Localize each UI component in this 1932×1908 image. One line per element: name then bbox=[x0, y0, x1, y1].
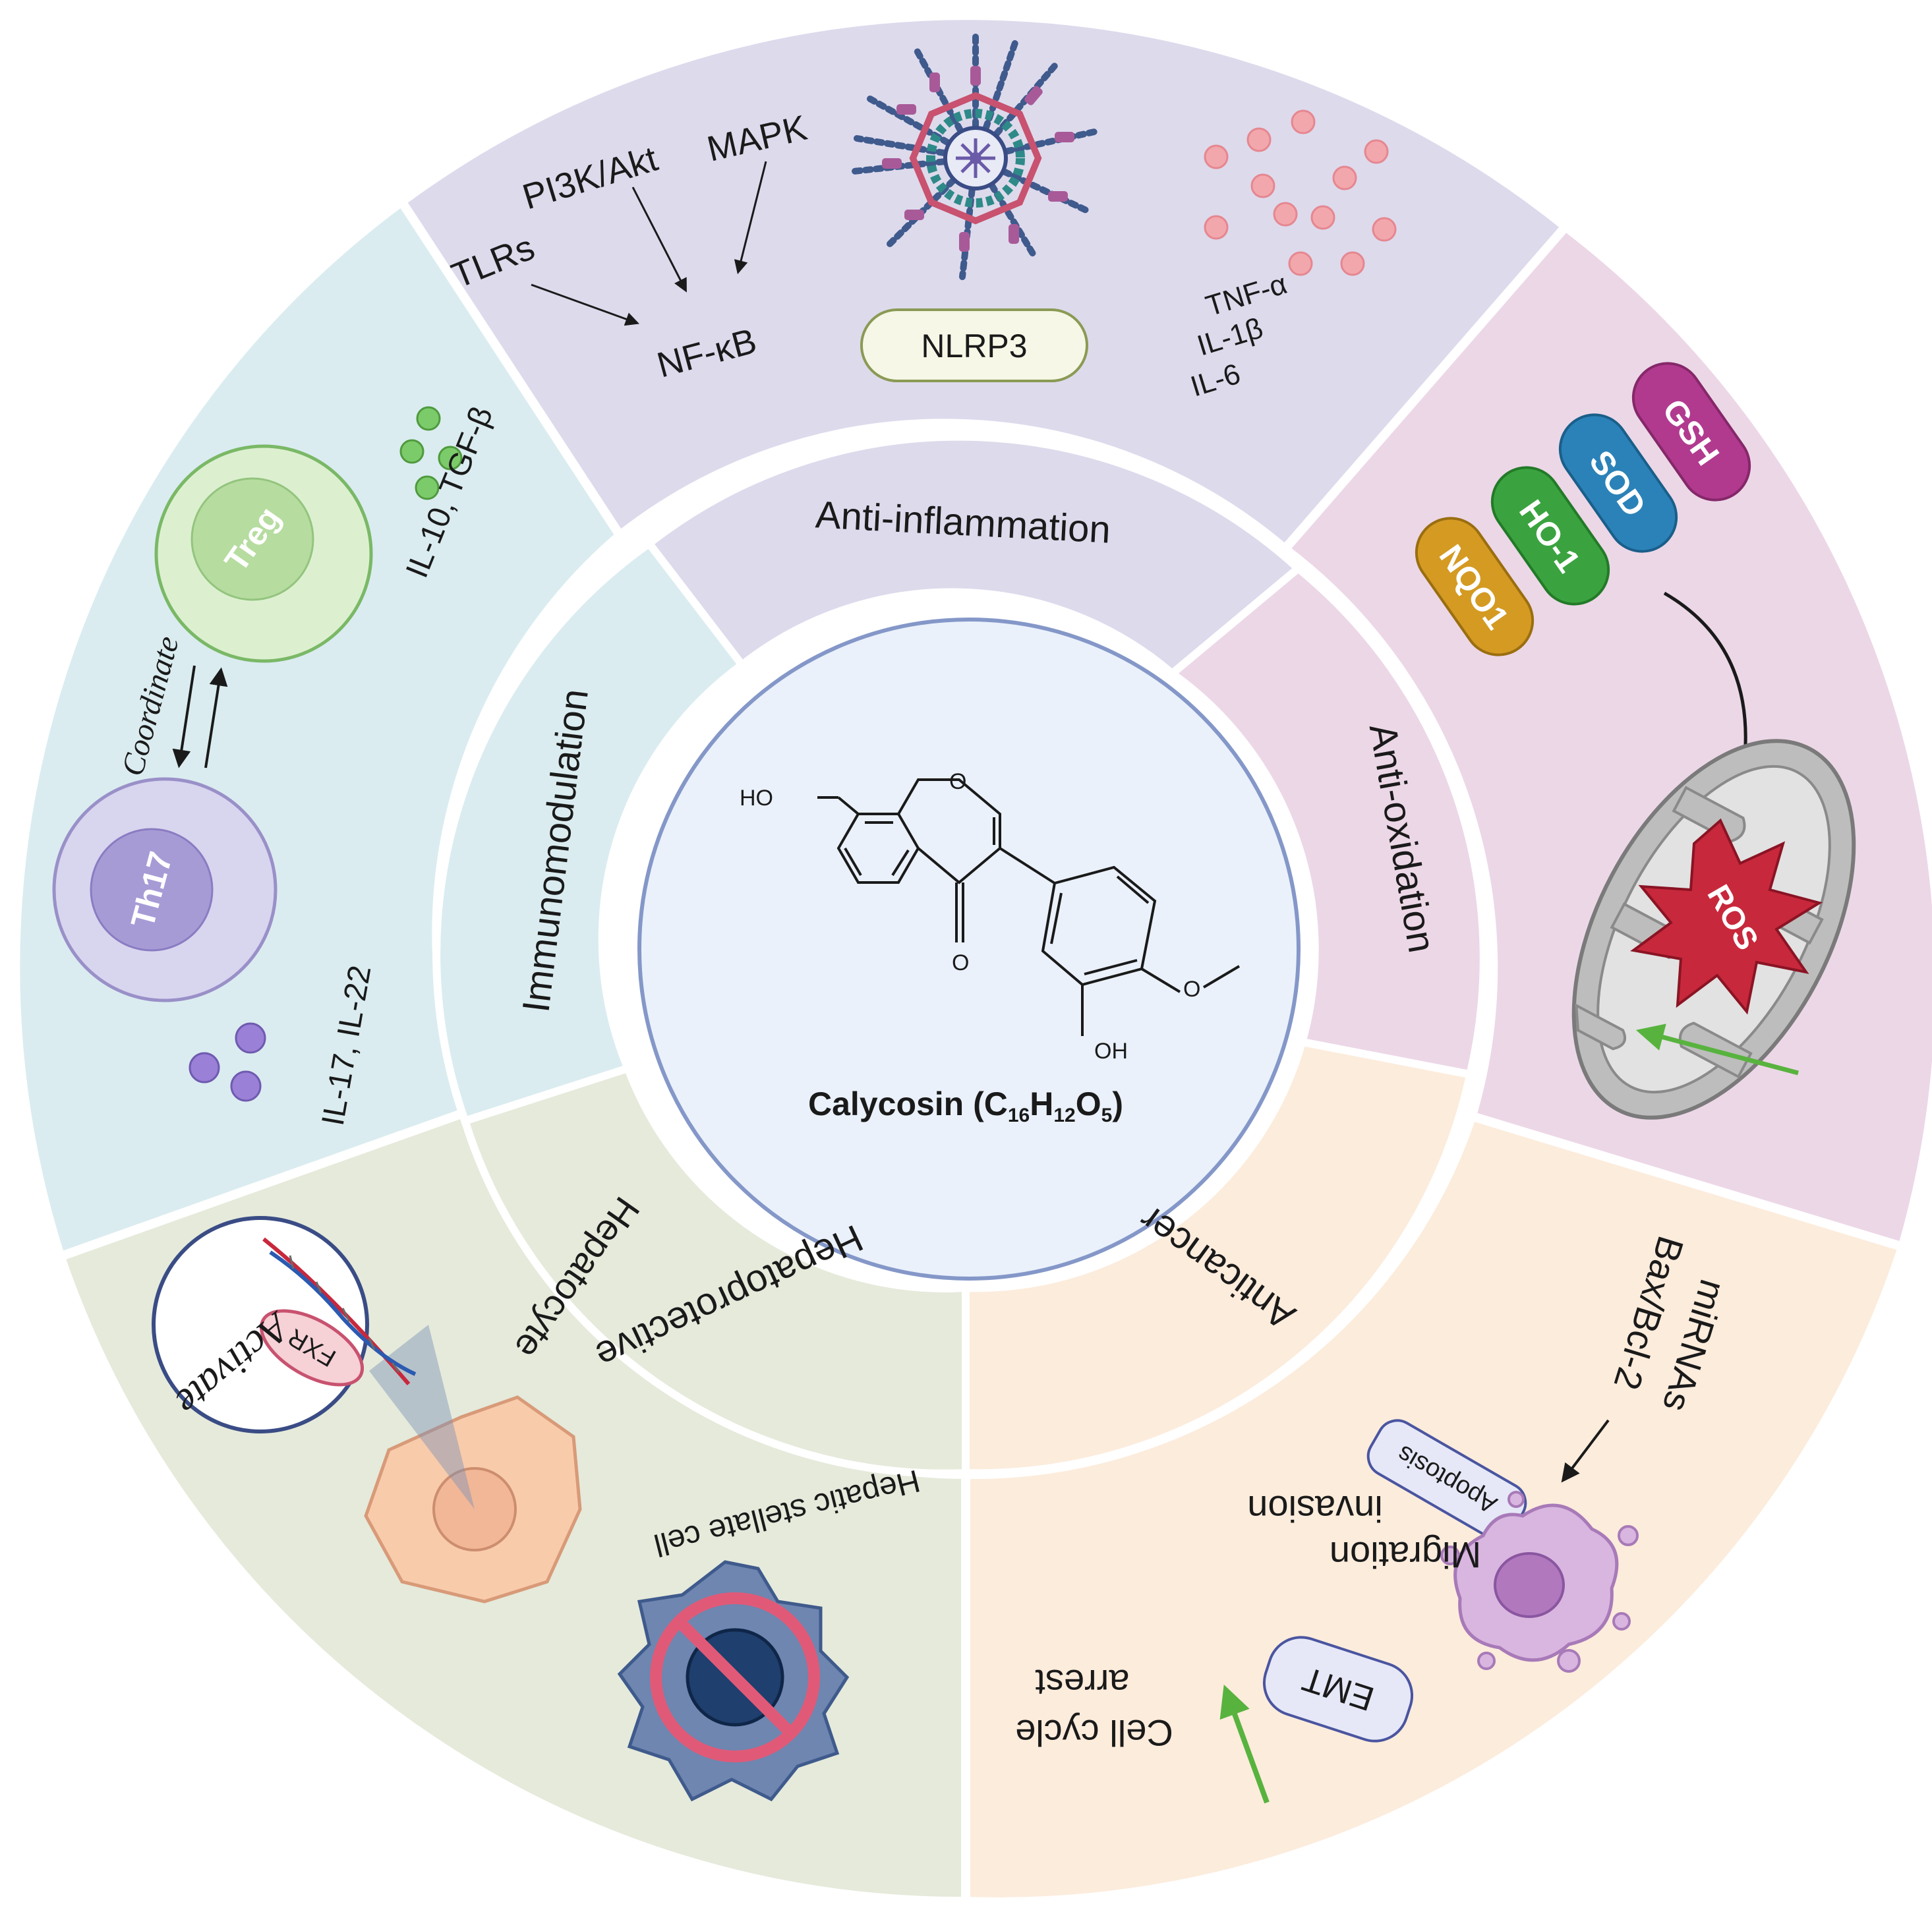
cytokine-dots bbox=[1204, 109, 1397, 276]
arrow-emt-cellcycle bbox=[1219, 1684, 1270, 1804]
arrow-ros-increase bbox=[1635, 1024, 1799, 1076]
center-circle: HO O O O OH Calycosin (C16H12O5) bbox=[637, 618, 1301, 1281]
purple-dots bbox=[189, 1022, 266, 1102]
atom-o-keto: O bbox=[952, 950, 969, 975]
label-nlrp3: NLRP3 bbox=[921, 328, 1027, 364]
pill-gsh: GSH bbox=[1631, 362, 1751, 502]
outer-segment-anticancer bbox=[961, 1110, 1909, 1907]
pill-sod: SOD bbox=[1558, 413, 1678, 553]
atom-ho: HO bbox=[740, 786, 773, 811]
atom-o-methoxy: O bbox=[1183, 977, 1200, 1002]
arrow-mapk-nfkb bbox=[734, 161, 767, 275]
label-migration: Migration bbox=[1330, 1534, 1481, 1576]
inner-segment-anticancer bbox=[962, 1037, 1475, 1478]
hepato-content: FXR Activate Hepatocyte Hepatic stellate… bbox=[152, 1190, 923, 1802]
label-invasion: invasion bbox=[1247, 1488, 1382, 1530]
treg-nucleus bbox=[190, 477, 314, 601]
arrow-pi3k-nfkb bbox=[631, 187, 687, 293]
inner-ring bbox=[432, 432, 1488, 1478]
calycosin-structure bbox=[817, 778, 1241, 1036]
green-dots bbox=[399, 406, 463, 500]
compound-title: Calycosin (C16H12O5) bbox=[808, 1085, 1123, 1126]
ros-star bbox=[1630, 818, 1823, 1015]
inner-segment-inflammation bbox=[643, 432, 1304, 679]
arrow-th17-treg bbox=[204, 667, 228, 768]
center-disc bbox=[637, 618, 1301, 1281]
atom-oh: OH bbox=[1094, 1039, 1128, 1064]
inner-segment-hepato bbox=[459, 1063, 970, 1478]
arrow-tlrs-nfkb bbox=[531, 283, 639, 326]
dna-helix-icon bbox=[262, 1237, 417, 1385]
outer-segment-inflammation bbox=[395, 11, 1573, 556]
arrow-to-apoptosis bbox=[1561, 1419, 1610, 1483]
anticancer-content: miRNAs Bax/Bcl-2 Apoptosis Migration inv… bbox=[1015, 1231, 1734, 1804]
apoptotic-cell-icon bbox=[1440, 1491, 1639, 1673]
label-arrest: arrest bbox=[1035, 1662, 1130, 1704]
inflammasome-icon bbox=[850, 33, 1098, 280]
atom-o-ring: O bbox=[949, 769, 966, 794]
hepatocyte-nucleus bbox=[432, 1467, 517, 1551]
stellate-cell-icon bbox=[617, 1560, 850, 1802]
arrow-treg-th17 bbox=[172, 665, 196, 768]
fxr-receptor: FXR bbox=[259, 1309, 365, 1387]
inner-segment-immuno bbox=[432, 538, 748, 1126]
th17-nucleus bbox=[90, 828, 214, 952]
nlrp3-pill bbox=[860, 308, 1088, 382]
inflammation-content: TLRs PI3K/Akt MAPK NF-κB bbox=[446, 33, 1397, 403]
pill-emt: EMT bbox=[1262, 1636, 1414, 1743]
label-cell-cycle: Cell cycle bbox=[1015, 1712, 1173, 1754]
oxidation-content: NQO1 HO-1 SOD GSH ROS bbox=[1415, 362, 1856, 1120]
